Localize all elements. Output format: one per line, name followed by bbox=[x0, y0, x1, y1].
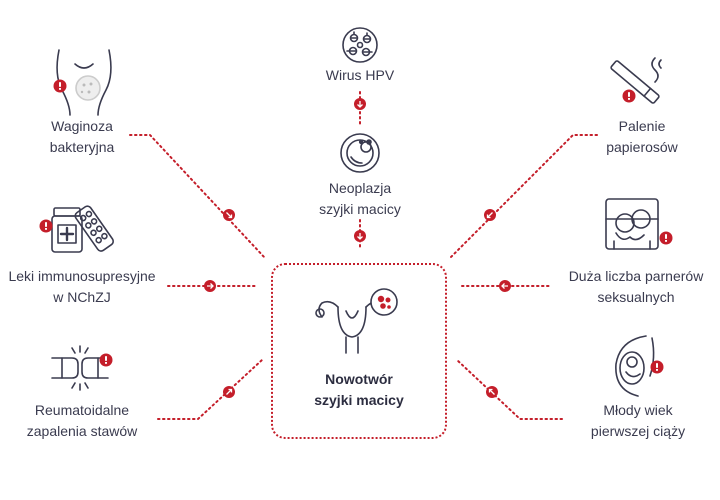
uterus-icon bbox=[315, 300, 383, 354]
arrow-upright-icon bbox=[223, 386, 235, 398]
arrow-badges bbox=[204, 98, 511, 398]
label-immuno: Leki immunosupresyjne w NChZJ bbox=[8, 268, 156, 305]
medicine-pills-icon bbox=[51, 205, 115, 253]
tumor-icon bbox=[370, 288, 398, 316]
label-neoplasia: Neoplazja szyjki macicy bbox=[319, 180, 401, 217]
label-smoking: Palenie papierosów bbox=[606, 118, 678, 155]
arrow-downleft-icon bbox=[484, 209, 496, 221]
cell-icon bbox=[340, 133, 380, 173]
couple-bed-icon bbox=[605, 198, 659, 250]
arrow-left-icon bbox=[499, 280, 511, 292]
label-hpv: Wirus HPV bbox=[325, 67, 395, 83]
pelvis-bacteria-icon bbox=[56, 49, 112, 116]
connector-vaginosis bbox=[129, 134, 266, 259]
label-rheuma: Reumatoidalne zapalenia stawów bbox=[26, 402, 138, 439]
arrow-right-icon bbox=[204, 280, 216, 292]
connector-young bbox=[456, 359, 563, 420]
connector-smoking bbox=[449, 134, 598, 259]
label-young: Młody wiek pierwszej ciąży bbox=[590, 402, 686, 439]
arrow-upleft-icon bbox=[486, 386, 498, 398]
label-vaginosis: Waginoza bakteryjna bbox=[49, 118, 115, 155]
cigarette-icon bbox=[610, 57, 662, 104]
connector-rheuma bbox=[157, 359, 263, 420]
center-title: Nowotwór szyjki macicy bbox=[314, 371, 404, 408]
alert-icon bbox=[53, 79, 67, 93]
alert-icon bbox=[39, 219, 53, 233]
arrow-down-icon bbox=[354, 230, 366, 242]
alert-icon bbox=[650, 360, 664, 374]
label-partners: Duża liczba parnerów seksualnych bbox=[568, 268, 704, 305]
alert-icon bbox=[622, 89, 636, 103]
joint-pain-icon bbox=[51, 345, 109, 391]
center-box: Nowotwór szyjki macicy bbox=[271, 263, 447, 439]
arrow-downright-icon bbox=[223, 209, 235, 221]
pregnancy-icon bbox=[615, 335, 655, 397]
alert-icon bbox=[659, 231, 673, 245]
arrow-down-icon bbox=[354, 98, 366, 110]
virus-icon bbox=[342, 27, 378, 63]
alert-icon bbox=[99, 353, 113, 367]
